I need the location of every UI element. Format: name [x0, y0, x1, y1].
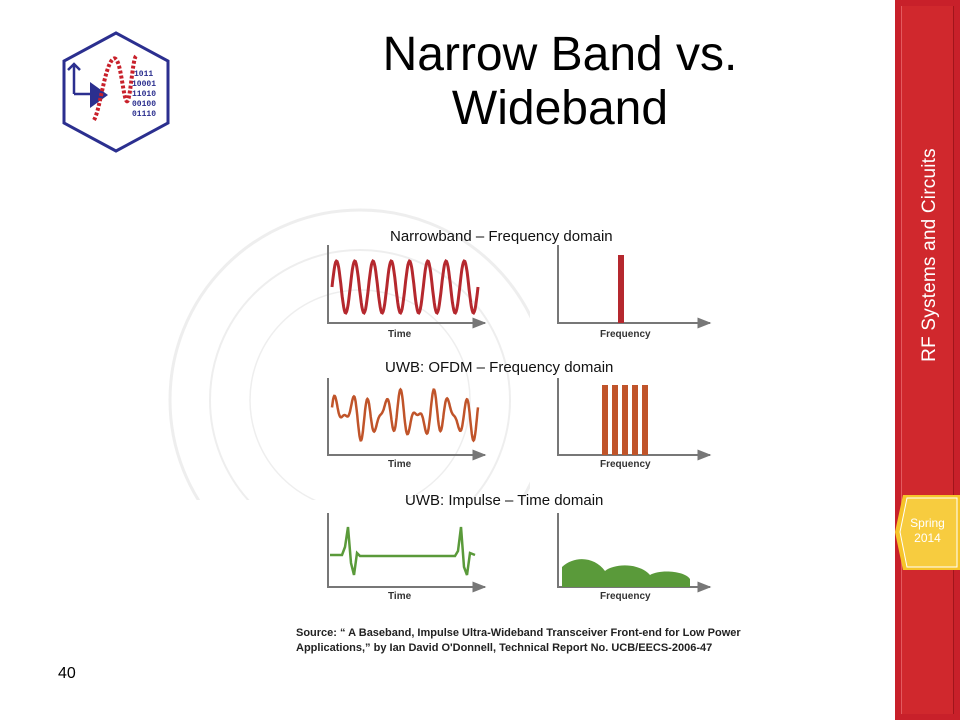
band-comparison-diagram: Narrowband – Frequency domain Time Frequ…	[327, 228, 712, 602]
page-number: 40	[58, 665, 76, 682]
narrowband-spectrum-line	[618, 255, 624, 323]
impulse-time-wave	[330, 526, 476, 576]
panel3-time-label: Time	[388, 591, 412, 602]
logo-bits-5: 01110	[132, 110, 156, 119]
sidebar-panel	[901, 6, 954, 714]
slide-title: Narrow Band vs. Wideband	[290, 28, 830, 136]
panel2-time-label: Time	[388, 459, 412, 470]
panel2-frequency-label: Frequency	[600, 459, 651, 470]
source-line-2: Applications,” by Ian David O'Donnell, T…	[296, 642, 713, 654]
panel-title-narrowband: Narrowband – Frequency domain	[390, 228, 613, 245]
term-season: Spring	[910, 516, 945, 530]
ofdm-time-wave	[330, 387, 480, 443]
title-line-1: Narrow Band vs.	[382, 28, 738, 81]
panel3-frequency-label: Frequency	[600, 591, 651, 602]
logo-bits-2: 10001	[132, 80, 156, 89]
source-citation: Source: “ A Baseband, Impulse Ultra-Wide…	[296, 626, 816, 656]
logo-bits-4: 00100	[132, 100, 156, 109]
logo-bits-1: 1011	[134, 70, 153, 79]
term-badge	[895, 495, 960, 570]
ofdm-subcarriers	[602, 385, 648, 455]
rf-logo: 1011 10001 11010 00100 01110	[62, 31, 170, 153]
right-sidebar	[895, 0, 960, 720]
panel-title-ofdm: UWB: OFDM – Frequency domain	[385, 359, 613, 376]
title-line-2: Wideband	[451, 82, 669, 135]
panel-title-impulse: UWB: Impulse – Time domain	[405, 492, 603, 509]
impulse-spectrum	[562, 559, 690, 587]
course-title: RF Systems and Circuits	[919, 148, 940, 362]
term-label: Spring 2014	[895, 516, 960, 546]
panel1-time-label: Time	[388, 329, 412, 340]
term-year: 2014	[914, 531, 941, 545]
narrowband-time-wave	[330, 259, 480, 315]
source-line-1: Source: “ A Baseband, Impulse Ultra-Wide…	[296, 627, 741, 639]
logo-bits-3: 11010	[132, 90, 156, 99]
panel1-frequency-label: Frequency	[600, 329, 651, 340]
